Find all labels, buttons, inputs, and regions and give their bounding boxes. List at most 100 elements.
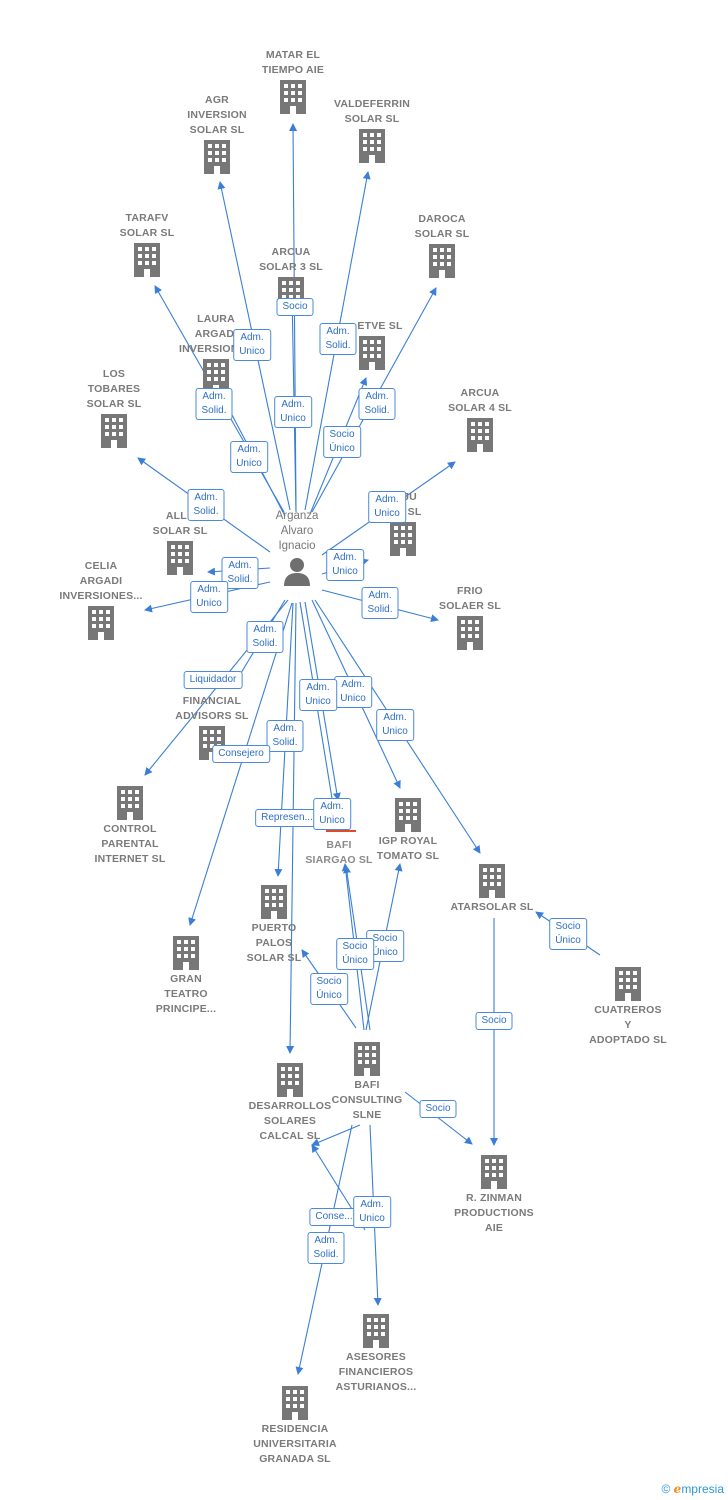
building-icon [101, 414, 127, 448]
edge-label[interactable]: Socio Único [310, 973, 348, 1005]
company-alle-solar[interactable]: ALLE SOLAR SL [120, 509, 240, 577]
edge-label[interactable]: Adm. Unico [326, 549, 364, 581]
company-puerto-palos[interactable]: PUERTO PALOS SOLAR SL [214, 883, 334, 966]
edge-label[interactable]: Socio Único [336, 938, 374, 970]
company-label: ARCUA SOLAR 3 SL [259, 246, 323, 273]
brand-logo-e: e [673, 1482, 682, 1496]
edge-label[interactable]: Adm. Unico [334, 676, 372, 708]
edge-label[interactable]: Adm. Unico [353, 1196, 391, 1228]
company-label: CELIA ARGADI INVERSIONES... [59, 560, 143, 602]
building-icon [277, 1063, 303, 1097]
edge-label[interactable]: Adm. Unico [299, 679, 337, 711]
company-label: GRAN TEATRO PRINCIPE... [155, 973, 217, 1015]
company-laura-argadi[interactable]: LAURA ARGADI INVERSIONES [156, 312, 276, 395]
company-arcua-solar-4[interactable]: ARCUA SOLAR 4 SL [420, 386, 540, 454]
edge-label[interactable]: Adm. Unico [233, 329, 271, 361]
company-gran-teatro[interactable]: GRAN TEATRO PRINCIPE... [126, 934, 246, 1017]
edge-label[interactable]: Socio Único [549, 918, 587, 950]
company-label: IGP ROYAL TOMATO SL [376, 835, 440, 862]
edge-label[interactable]: Consejero [212, 745, 270, 763]
company-zinman[interactable]: R. ZINMAN PRODUCTIONS AIE [434, 1153, 554, 1236]
building-icon [354, 1042, 380, 1076]
edge-label[interactable]: Represen... [255, 809, 319, 827]
company-label: FRIO SOLAER SL [439, 585, 501, 612]
building-icon [282, 1386, 308, 1420]
building-icon [363, 1314, 389, 1348]
edge-label[interactable]: Adm. Solid. [266, 720, 304, 752]
company-label: ETVE SL [357, 320, 403, 332]
edge-label[interactable]: Adm. Solid. [195, 388, 233, 420]
company-daroca[interactable]: DAROCA SOLAR SL [382, 212, 502, 280]
company-label: DAROCA SOLAR SL [414, 213, 470, 240]
company-label: MATAR EL TIEMPO AIE [261, 49, 325, 76]
edge-label[interactable]: Adm. Unico [274, 396, 312, 428]
footer-brand[interactable]: © empresia [661, 1482, 724, 1496]
copyright-symbol: © [661, 1482, 671, 1496]
company-matar-el-tiempo[interactable]: MATAR EL TIEMPO AIE [233, 48, 353, 116]
building-icon [429, 244, 455, 278]
building-icon [457, 616, 483, 650]
building-icon [395, 798, 421, 832]
company-agr-inversion[interactable]: AGR INVERSION SOLAR SL [157, 93, 277, 176]
company-label: ASESORES FINANCIEROS ASTURIANOS... [335, 1351, 417, 1393]
company-etve[interactable]: ETVE SL [320, 319, 440, 372]
building-icon [280, 80, 306, 114]
company-frio-solaer[interactable]: FRIO SOLAER SL [410, 584, 530, 652]
company-valdeferrin[interactable]: VALDEFERRIN SOLAR SL [312, 97, 432, 165]
company-asesores-financieros[interactable]: ASESORES FINANCIEROS ASTURIANOS... [316, 1312, 436, 1395]
building-icon [390, 522, 416, 556]
company-cuatreros[interactable]: CUATREROS Y ADOPTADO SL [568, 965, 688, 1048]
building-icon [467, 418, 493, 452]
edge-label[interactable]: Adm. Unico [376, 709, 414, 741]
edge-label[interactable]: Adm. Solid. [319, 323, 357, 355]
edge-label[interactable]: Adm. Unico [230, 441, 268, 473]
building-icon [479, 864, 505, 898]
edge-label[interactable]: Conse... [309, 1208, 359, 1226]
edge-label[interactable]: Adm. Unico [368, 491, 406, 523]
company-label: AGR INVERSION SOLAR SL [187, 94, 247, 136]
edge-label[interactable]: Adm. Solid. [307, 1232, 345, 1264]
building-icon [173, 936, 199, 970]
building-icon [261, 885, 287, 919]
company-los-tobares[interactable]: LOS TOBARES SOLAR SL [54, 367, 174, 450]
company-label: CUATREROS Y ADOPTADO SL [589, 1004, 667, 1046]
edge-label[interactable]: Adm. Unico [313, 798, 351, 830]
person-icon [284, 558, 310, 586]
building-icon [204, 140, 230, 174]
building-icon [117, 786, 143, 820]
person-node[interactable]: Arganza Alvaro Ignacio [247, 509, 347, 586]
company-igp-royal-tomato[interactable]: IGP ROYAL TOMATO SL [348, 796, 468, 864]
edge-label[interactable]: Adm. Solid. [358, 388, 396, 420]
edge-label[interactable]: Socio Único [323, 426, 361, 458]
highlight-bar [326, 830, 356, 832]
edge-label[interactable]: Socio [276, 298, 314, 316]
company-label: VALDEFERRIN SOLAR SL [333, 98, 411, 125]
company-desarrollos-solares[interactable]: DESARROLLOS SOLARES CALCAL SL [230, 1061, 350, 1144]
company-atarsolar[interactable]: ATARSOLAR SL [432, 862, 552, 915]
edge-label[interactable]: Adm. Solid. [187, 489, 225, 521]
company-label: PUERTO PALOS SOLAR SL [246, 922, 302, 964]
company-label: LOS TOBARES SOLAR SL [86, 368, 142, 410]
company-label: ARCUA SOLAR 4 SL [448, 387, 512, 414]
company-residencia-universitaria[interactable]: RESIDENCIA UNIVERSITARIA GRANADA SL [235, 1384, 355, 1467]
edge-label[interactable]: Liquidador [183, 671, 243, 689]
building-icon [167, 541, 193, 575]
building-icon [88, 606, 114, 640]
company-celia-argadi[interactable]: CELIA ARGADI INVERSIONES... [41, 559, 161, 642]
edge-label[interactable]: Adm. Solid. [246, 621, 284, 653]
person-name: Arganza Alvaro Ignacio [275, 510, 319, 552]
company-bafi-siargao[interactable]: BAFI SIARGAO SL [279, 838, 399, 868]
company-bafi-consulting[interactable]: BAFI CONSULTING SLNE [307, 1040, 427, 1123]
company-label: DESARROLLOS SOLARES CALCAL SL [248, 1100, 332, 1142]
edge-label[interactable]: Socio [419, 1100, 457, 1118]
company-control-parental[interactable]: CONTROL PARENTAL INTERNET SL [70, 784, 190, 867]
company-label: ALLE SOLAR SL [152, 510, 208, 537]
company-label: BAFI SIARGAO SL [305, 839, 373, 866]
company-label: RESIDENCIA UNIVERSITARIA GRANADA SL [253, 1423, 337, 1465]
company-tarafv[interactable]: TARAFV SOLAR SL [87, 211, 207, 279]
edge-label[interactable]: Adm. Solid. [361, 587, 399, 619]
edge-label[interactable]: Adm. Unico [190, 581, 228, 613]
building-icon [481, 1155, 507, 1189]
edge-label[interactable]: Socio [475, 1012, 513, 1030]
company-label: ATARSOLAR SL [450, 901, 534, 913]
